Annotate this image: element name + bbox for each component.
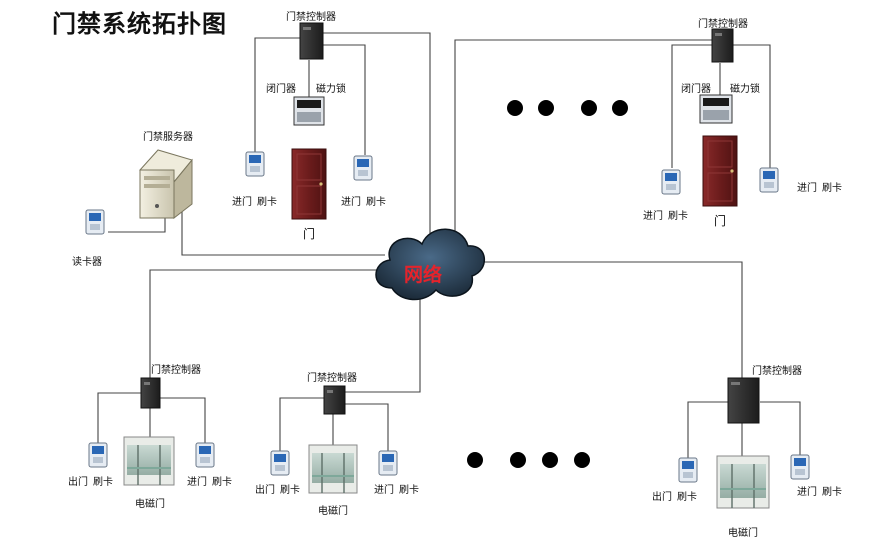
controller-icon [323,385,346,415]
magnetic-door-icon [308,444,358,494]
door-closer-label: 闭门器 [681,84,711,95]
link-ctrl2-reader-swipe [733,44,771,168]
card-reader-icon [245,151,265,177]
card-reader-icon [88,442,108,468]
link-network-ctrl5 [480,261,743,378]
network-label: 网络 [404,264,443,286]
connection-lines [97,32,801,458]
server-card-reader-icon [85,209,105,235]
entry-label: 进门 [797,183,817,194]
controller-icon [711,28,734,63]
server-icon [139,149,193,220]
entry-label: 进门 [341,197,361,208]
swipe-label: 刷卡 [822,183,842,194]
controller-label: 门禁控制器 [151,365,201,376]
ellipsis-dots-top [507,100,628,116]
link-ctrl5-reader-entry [760,401,801,455]
swipe-label: 刷卡 [399,485,419,496]
door-icon [291,148,327,220]
page-title: 门禁系统拓扑图 [52,10,227,38]
controller-label: 门禁控制器 [698,19,748,30]
mag-door-label: 电磁门 [728,528,758,539]
link-ctrl1-reader-swipe [323,44,366,155]
network-cloud-icon [375,228,486,301]
entry-label: 进门 [797,487,817,498]
exit-label: 出门 [255,485,275,496]
entry-label: 进门 [232,197,252,208]
exit-label: 出门 [652,492,672,503]
server-reader-label: 读卡器 [72,257,102,268]
link-ctrl4-reader-exit [279,397,326,451]
mag-door-label: 电磁门 [318,506,348,517]
card-reader-icon [270,450,290,476]
door-label: 门 [303,227,316,241]
swipe-label: 刷卡 [280,485,300,496]
swipe-label: 刷卡 [257,197,277,208]
controller-label: 门禁控制器 [307,373,357,384]
entry-label: 进门 [374,485,394,496]
swipe-label: 刷卡 [212,477,232,488]
lock-icon [293,96,325,126]
lock-icon [699,94,733,124]
card-reader-icon [195,442,215,468]
swipe-label: 刷卡 [677,492,697,503]
link-ctrl2-reader-entry [671,44,712,168]
link-ctrl2-network [454,39,712,235]
server-label: 门禁服务器 [143,132,193,143]
swipe-label: 刷卡 [822,487,842,498]
mag-door-label: 电磁门 [135,499,165,510]
card-reader-icon [678,457,698,483]
link-ctrl3-reader-exit [97,392,141,443]
mag-lock-label: 磁力锁 [730,84,760,95]
controller-icon [299,22,324,60]
door-label: 门 [714,214,727,228]
card-reader-icon [353,155,373,181]
swipe-label: 刷卡 [668,211,688,222]
link-server-reader [108,212,166,233]
link-ctrl1-network [318,32,431,235]
entry-label: 进门 [643,211,663,222]
link-ctrl3-reader-entry [160,397,206,443]
link-network-ctrl4 [338,285,421,393]
swipe-label: 刷卡 [93,477,113,488]
link-ctrl4-reader-entry [345,403,389,451]
ellipsis-dots-bottom [467,452,590,468]
door-closer-label: 闭门器 [266,84,296,95]
link-network-ctrl3 [149,269,390,378]
door-icon [702,135,738,207]
link-ctrl5-reader-exit [687,401,728,458]
card-reader-icon [661,169,681,195]
card-reader-icon [790,454,810,480]
magnetic-door-icon [123,436,175,486]
link-server-network [181,210,385,256]
magnetic-door-icon [716,455,770,509]
swipe-label: 刷卡 [366,197,386,208]
exit-label: 出门 [68,477,88,488]
card-reader-icon [759,167,779,193]
controller-label: 门禁控制器 [286,12,336,23]
link-ctrl1-reader-entry [254,37,300,155]
controller-icon [140,377,161,409]
card-reader-icon [378,450,398,476]
entry-label: 进门 [187,477,207,488]
controller-label: 门禁控制器 [752,366,802,377]
mag-lock-label: 磁力锁 [316,84,346,95]
controller-icon [727,377,760,424]
